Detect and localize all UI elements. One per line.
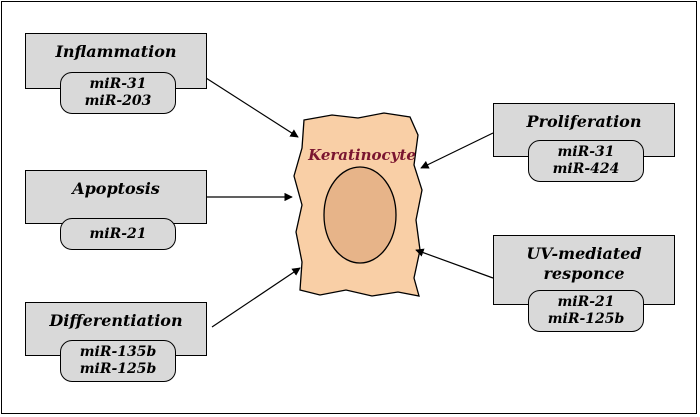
apoptosis-box: Apoptosis <box>25 170 207 224</box>
apoptosis-label: Apoptosis <box>72 179 160 198</box>
mirna-label: miR-125b <box>79 361 157 377</box>
nucleus <box>323 166 397 264</box>
mirna-label: miR-21 <box>89 225 147 242</box>
inflammation-label: Inflammation <box>55 42 177 61</box>
uv-response-mirna-pill: miR-21 miR-125b <box>528 290 644 332</box>
mirna-label: miR-125b <box>547 311 625 327</box>
mirna-label: miR-21 <box>557 294 615 310</box>
proliferation-mirna-pill: miR-31 miR-424 <box>528 140 644 182</box>
mirna-label: miR-203 <box>84 93 152 109</box>
apoptosis-mirna-pill: miR-21 <box>60 218 176 250</box>
arrow-proliferation <box>420 132 494 169</box>
differentiation-mirna-pill: miR-135b miR-125b <box>60 340 176 382</box>
mirna-label: miR-31 <box>557 144 615 160</box>
differentiation-label: Differentiation <box>49 311 183 330</box>
arrow-differentiation <box>211 267 301 328</box>
mirna-label: miR-135b <box>79 344 157 360</box>
proliferation-label: Proliferation <box>526 112 642 131</box>
mirna-label: miR-31 <box>89 76 147 92</box>
uv-response-label: UV-mediated responce <box>526 244 642 283</box>
arrow-inflammation <box>205 77 299 138</box>
keratinocyte-label: Keratinocyte <box>308 146 416 164</box>
proliferation-box: Proliferation <box>493 103 675 157</box>
mirna-label: miR-424 <box>552 161 620 177</box>
arrow-uv-response <box>415 248 494 279</box>
uv-response-box: UV-mediated responce <box>493 235 675 305</box>
inflammation-mirna-pill: miR-31 miR-203 <box>60 72 176 114</box>
